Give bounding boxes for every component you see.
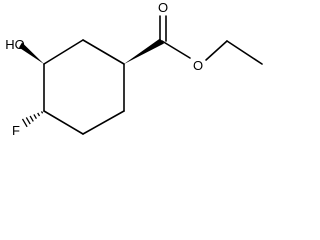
ring-bond-c2-c3 — [43, 39, 84, 65]
chemical-structure: O O HO F — [5, 0, 263, 138]
wedge-bond-ester — [124, 38, 164, 64]
ester-group — [159, 15, 263, 65]
ring-bond-c5-c6 — [82, 110, 125, 135]
ring-bond-c1-c2 — [82, 39, 125, 65]
wedge-bond-hydroxyl — [19, 42, 44, 64]
ring-bond-c4-c5 — [43, 110, 84, 135]
ch2-ch3-bond — [226, 40, 263, 65]
ester-c-o-bond — [161, 40, 191, 59]
ring — [43, 39, 125, 135]
hashed-bond-fluorine — [21, 111, 44, 128]
atom-hydroxyl: HO — [5, 37, 25, 52]
atom-fluorine: F — [12, 123, 20, 138]
atom-ester-oxygen: O — [193, 58, 203, 73]
o-ch2-bond — [205, 40, 228, 61]
atom-carbonyl-oxygen: O — [158, 0, 168, 15]
